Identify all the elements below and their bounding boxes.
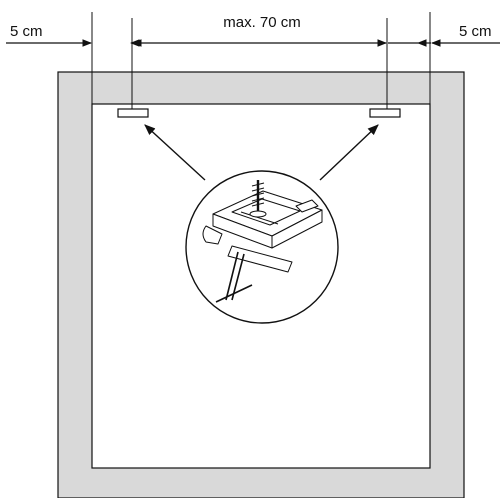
bracket-screw-thread (251, 182, 265, 207)
bracket-rib (240, 211, 279, 225)
right-offset-label: 5 cm (459, 23, 492, 40)
bracket-cord-left (225, 251, 239, 301)
bracket-foot (215, 284, 253, 303)
bracket-screw-base (249, 210, 267, 218)
left-offset-label: 5 cm (10, 23, 43, 40)
bracket-clip (202, 225, 223, 245)
bracket-tab (295, 199, 319, 213)
max-spacing-label: max. 70 cm (223, 14, 301, 31)
bracket-lower-body (227, 245, 293, 273)
right-bracket (369, 108, 401, 118)
detail-arrow-right (319, 124, 379, 181)
bracket-cord-right (231, 253, 245, 301)
bracket-detail-drawing (202, 180, 323, 303)
detail-arrow-left (144, 124, 206, 181)
bracket-slot (231, 198, 301, 226)
left-bracket (117, 108, 149, 118)
bracket-side-face (271, 209, 323, 249)
